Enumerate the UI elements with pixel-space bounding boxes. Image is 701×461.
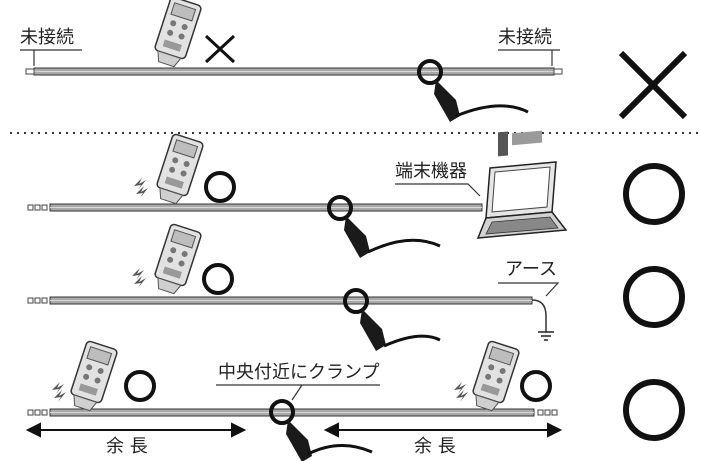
label-terminal: 端末機器 xyxy=(395,161,467,182)
slack-arrow-left xyxy=(25,422,247,438)
cross-small-icon xyxy=(204,34,236,64)
slack-arrow-right xyxy=(323,422,563,438)
row-2: 端末機器 xyxy=(27,130,685,260)
tester-icon xyxy=(152,132,205,207)
spark-icon xyxy=(454,382,468,402)
row-1: 未接続 未接続 xyxy=(20,0,688,124)
spark-icon xyxy=(52,382,66,402)
ok-small-icon xyxy=(202,263,234,295)
tester-icon xyxy=(468,339,521,414)
label-ground: アース xyxy=(505,259,557,280)
tester-icon xyxy=(150,222,203,297)
row-3: アース xyxy=(27,222,685,353)
label-slack-right: 余 長 xyxy=(414,436,456,457)
label-clamp-center: 中央付近にクランプ xyxy=(218,362,379,383)
row-4: 中央付近にクランプ 余 長 余 長 xyxy=(25,339,685,461)
dashed-end-row-4-left xyxy=(27,409,48,416)
spark-icon xyxy=(132,268,146,288)
tester-icon xyxy=(150,0,203,70)
label-unconnected-left: 未接続 xyxy=(20,27,74,48)
label-slack-left: 余 長 xyxy=(106,436,148,457)
ok-small-icon xyxy=(124,370,156,402)
result-ok-icon xyxy=(623,163,685,225)
tester-icon xyxy=(66,339,119,414)
result-cross-icon xyxy=(618,50,688,120)
laptop-icon xyxy=(476,130,568,239)
result-ok-icon xyxy=(623,379,685,441)
dashed-end-row-2 xyxy=(27,204,48,211)
ground-icon xyxy=(538,331,554,341)
dashed-end-row-4-right xyxy=(537,409,558,416)
dashed-end-row-3 xyxy=(27,297,48,304)
ok-small-icon xyxy=(204,171,236,203)
label-unconnected-right: 未接続 xyxy=(498,27,552,48)
spark-icon xyxy=(134,178,148,198)
ok-small-icon xyxy=(520,370,552,402)
result-ok-icon xyxy=(623,266,685,328)
